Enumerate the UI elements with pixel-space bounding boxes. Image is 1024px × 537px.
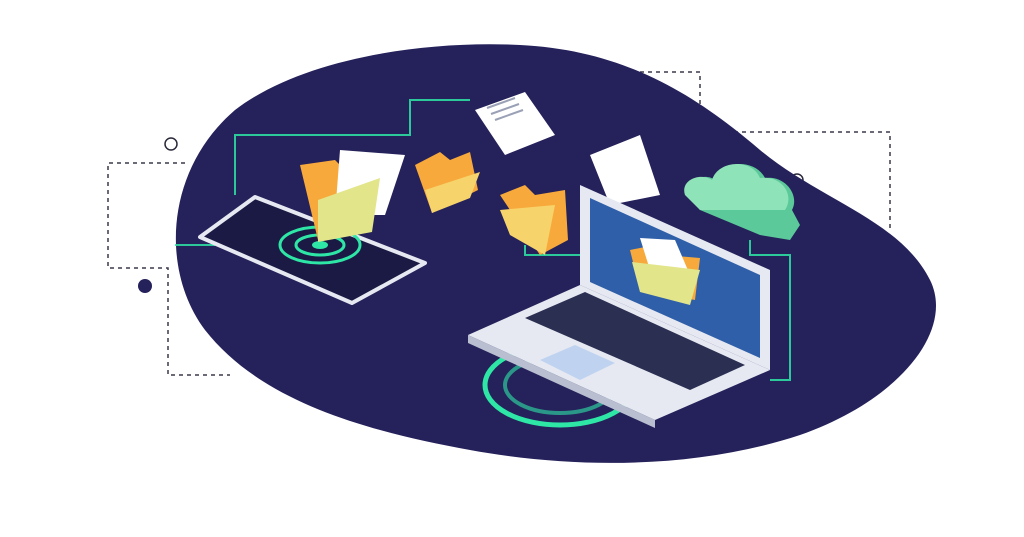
circuit-lines: [175, 99, 791, 381]
folder-icon: [300, 150, 405, 242]
cloud-icon: [684, 163, 800, 240]
tablet-icon: [198, 195, 427, 305]
folder-icon: [630, 238, 700, 305]
document-icon: [590, 135, 660, 205]
document-icon: [475, 92, 555, 155]
folder-icon: [500, 185, 568, 255]
folder-icon: [415, 152, 480, 213]
